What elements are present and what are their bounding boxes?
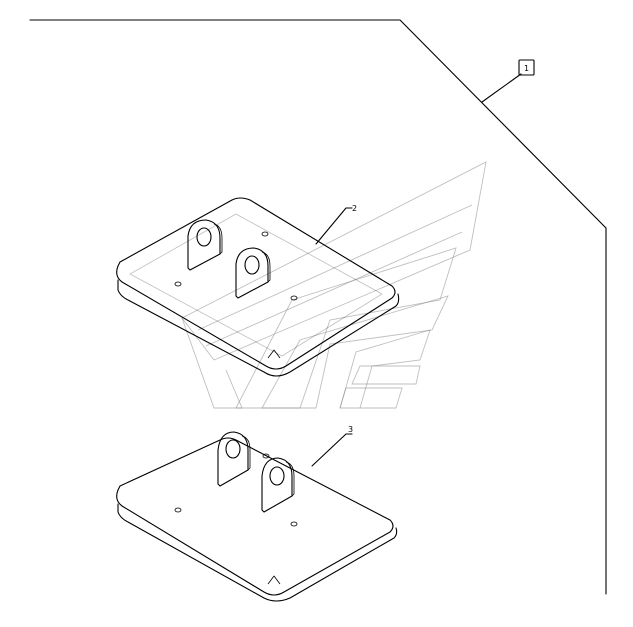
upper-plate <box>116 197 400 377</box>
callout-3-leader <box>311 433 353 467</box>
watermark-logo <box>181 161 487 409</box>
group-bracket-line <box>29 19 607 595</box>
callout-2-label: 2 <box>352 204 357 213</box>
callout-1-leader <box>481 73 522 103</box>
callout-2-leader <box>315 207 353 245</box>
callout-1-box <box>518 59 535 76</box>
callout-3-label: 3 <box>348 425 353 434</box>
lower-plate <box>116 431 398 602</box>
callout-1-label: 1 <box>524 64 529 73</box>
